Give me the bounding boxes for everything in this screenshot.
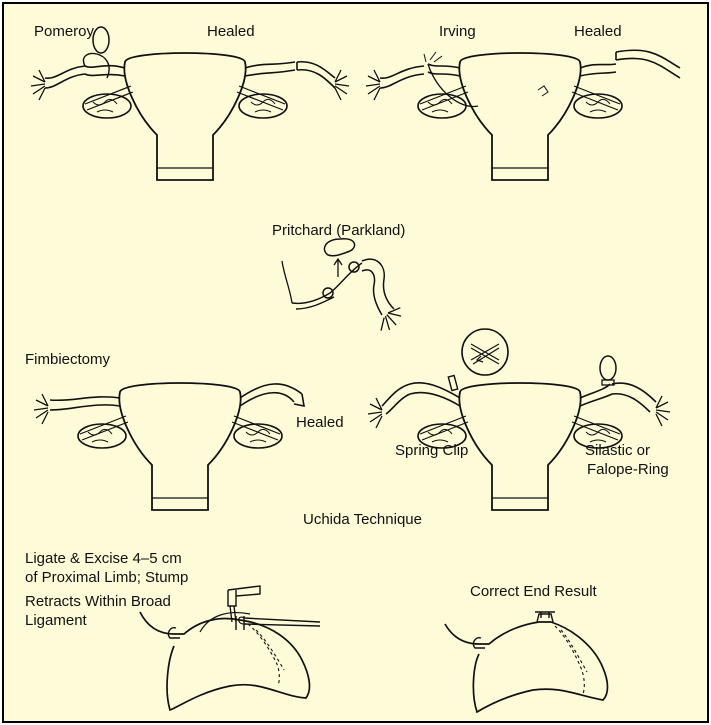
uterus-icon (417, 52, 623, 181)
label-healed-top-right: Healed (574, 23, 622, 40)
label-spring-clip: Spring Clip (395, 442, 469, 459)
uterus-icon (82, 52, 288, 181)
fallopian-tube-icon (84, 64, 126, 77)
label-uchida: Uchida Technique (303, 511, 422, 528)
uterus-icon (77, 382, 283, 511)
irving-figure (365, 49, 681, 181)
uchida-figure (139, 585, 321, 712)
pomeroy-figure (30, 26, 350, 181)
label-ligate-line-3: Retracts Within Broad (25, 593, 171, 610)
label-ligate-line-4: Ligament (25, 612, 87, 629)
spring-clip-detail-icon (461, 328, 509, 376)
label-healed-top-left: Healed (207, 23, 255, 40)
label-healed-mid-left: Healed (296, 414, 344, 431)
label-pritchard: Pritchard (Parkland) (272, 222, 406, 239)
clamp-icon (227, 585, 321, 627)
clip-ring-figure (367, 355, 671, 511)
pritchard-figure (281, 238, 408, 337)
correct-end-result-figure (444, 611, 609, 714)
label-falope-ring: Falope-Ring (587, 461, 669, 478)
label-silastic: Silastic or (585, 442, 651, 459)
fimbriectomy-figure (33, 382, 305, 511)
label-ligate-line-1: Ligate & Excise 4–5 cm (25, 550, 182, 567)
label-ligate-line-2: of Proximal Limb; Stump (25, 569, 189, 586)
label-irving: Irving (439, 23, 476, 40)
label-correct-end-result: Correct End Result (470, 583, 597, 600)
label-fimbriectomy: Fimbiectomy (25, 351, 111, 368)
label-pomeroy: Pomeroy (34, 23, 95, 40)
